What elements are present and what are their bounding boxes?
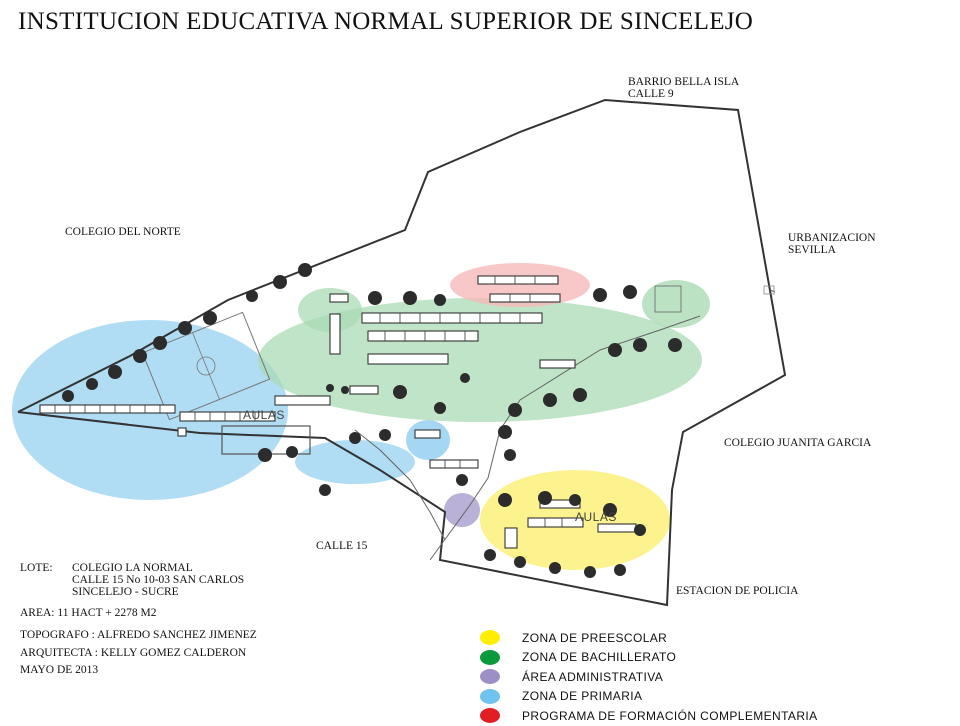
label-calle-15: CALLE 15 [316,540,368,552]
classroom-blocks [39,275,637,549]
internal-road [429,315,701,561]
zone-bachillerato-east [642,280,710,328]
legend-swatch [480,688,500,704]
legend-swatch [480,649,500,665]
zone-primaria-south [295,440,415,484]
classroom-dividers [54,276,563,527]
info-arquitecta: ARQUITECTA : KELLY GOMEZ CALDERON [20,647,247,659]
label-urbanizacion: URBANIZACION [788,232,876,244]
zone-primaria-center [406,420,450,460]
legend-item-primaria: ZONA DE PRIMARIA [480,687,818,707]
label-calle-9: CALLE 9 [628,88,674,100]
info-lote-line2: CALLE 15 No 10-03 SAN CARLOS [72,574,245,586]
legend-label: ZONA DE PREESCOLAR [522,630,668,645]
soccer-field-circle [196,356,216,376]
label-colegio-del-norte: COLEGIO DEL NORTE [65,226,181,238]
label-estacion-de-policia: ESTACION DE POLICIA [676,585,799,597]
legend-label: PROGRAMA DE FORMACIÓN COMPLEMENTARIA [522,708,818,723]
property-boundary [17,98,787,607]
east-building [654,285,682,313]
legend-label: ZONA DE PRIMARIA [522,689,643,704]
label-sevilla: SEVILLA [788,244,836,256]
info-lote-line1: COLEGIO LA NORMAL [72,562,193,574]
legend-label: ZONA DE BACHILLERATO [522,650,677,665]
legend-item-complementaria: PROGRAMA DE FORMACIÓN COMPLEMENTARIA [480,706,818,726]
legend-item-bachillerato: ZONA DE BACHILLERATO [480,648,818,668]
legend-item-preescolar: ZONA DE PREESCOLAR [480,628,818,648]
internal-road-2 [354,429,446,541]
gate-marker [763,285,775,295]
legend-item-administrativa: ÁREA ADMINISTRATIVA [480,667,818,687]
info-topografo: TOPOGRAFO : ALFREDO SANCHEZ JIMENEZ [20,629,257,641]
label-colegio-juanita-garcia: COLEGIO JUANITA GARCIA [724,437,872,449]
legend-swatch [480,708,500,724]
zone-administrativa [444,493,480,527]
legend-label: ÁREA ADMINISTRATIVA [522,669,664,684]
info-area: AREA: 11 HACT + 2278 M2 [20,607,157,619]
label-barrio-bella-isla: BARRIO BELLA ISLA [628,76,740,88]
info-fecha: MAYO DE 2013 [20,664,99,676]
map-legend: ZONA DE PREESCOLAR ZONA DE BACHILLERATO … [480,628,818,726]
label-aulas-preescolar: AULAS [575,510,617,524]
trees [62,263,682,578]
info-lote-label: LOTE: [20,562,53,574]
soccer-field-midline [192,332,220,400]
page-title: INSTITUCION EDUCATIVA NORMAL SUPERIOR DE… [18,8,754,35]
legend-swatch [480,630,500,646]
info-lote-line3: SINCELEJO - SUCRE [72,586,179,598]
legend-swatch [480,669,500,685]
label-aulas-primaria: AULAS [243,408,285,422]
